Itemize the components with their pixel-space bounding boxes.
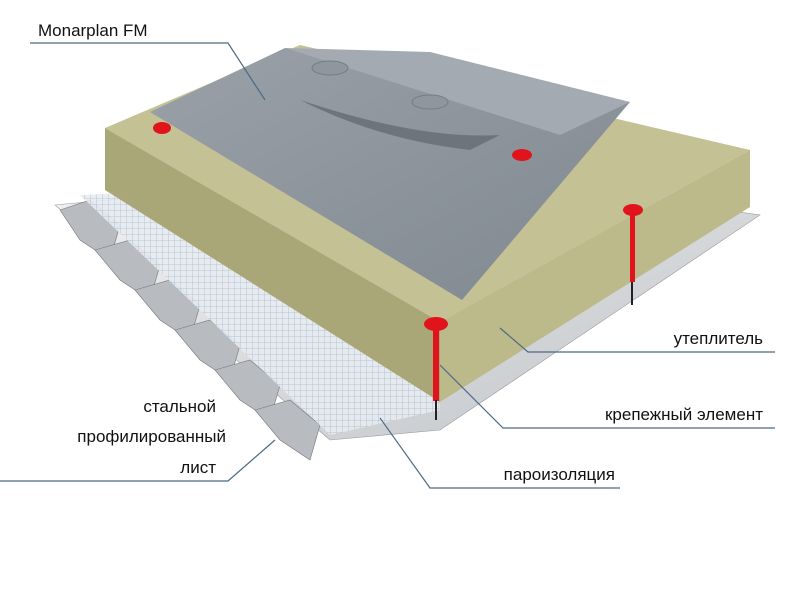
fastener-head bbox=[153, 122, 171, 134]
leader-insulation bbox=[499, 327, 775, 353]
label-steel-sheet-line2: профилированный bbox=[77, 427, 226, 446]
leader-steel-sheet bbox=[0, 439, 276, 482]
label-steel-sheet-line3: лист bbox=[180, 458, 216, 477]
leader-fastener bbox=[439, 364, 775, 429]
label-membrane: Monarplan FM bbox=[38, 21, 148, 40]
fastener-head bbox=[512, 149, 532, 161]
label-steel-sheet-line1: стальной bbox=[143, 397, 216, 416]
membrane-sheets bbox=[150, 48, 630, 300]
leader-vapour-barrier bbox=[379, 417, 620, 489]
fasteners bbox=[153, 122, 643, 420]
fastener-head bbox=[623, 204, 643, 216]
fastener-head bbox=[424, 317, 448, 331]
label-fastener: крепежный элемент bbox=[605, 405, 763, 424]
leader-lines bbox=[0, 42, 775, 489]
leader-membrane bbox=[30, 42, 266, 101]
label-vapour-barrier: пароизоляция bbox=[504, 465, 615, 484]
label-insulation: утеплитель bbox=[674, 329, 764, 348]
